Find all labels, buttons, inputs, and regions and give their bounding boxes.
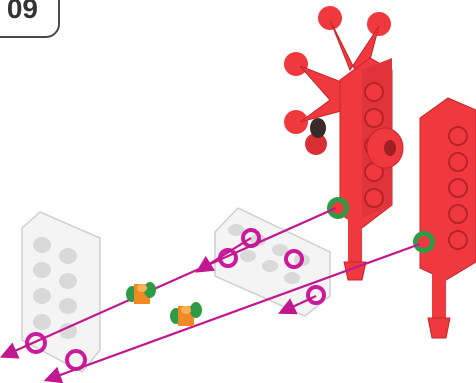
bushing-pair-left: [126, 282, 156, 304]
axle-guide-lines: [0, 206, 421, 383]
white-plate-right: [214, 207, 331, 317]
white-plate-left: [21, 211, 101, 373]
red-brick-1x5-back: [413, 97, 476, 339]
red-brick-1x5-front: [327, 57, 404, 281]
step-number: 09: [6, 0, 38, 24]
bushing-pair-right: [170, 302, 202, 326]
step-badge: 09: [0, 0, 60, 38]
